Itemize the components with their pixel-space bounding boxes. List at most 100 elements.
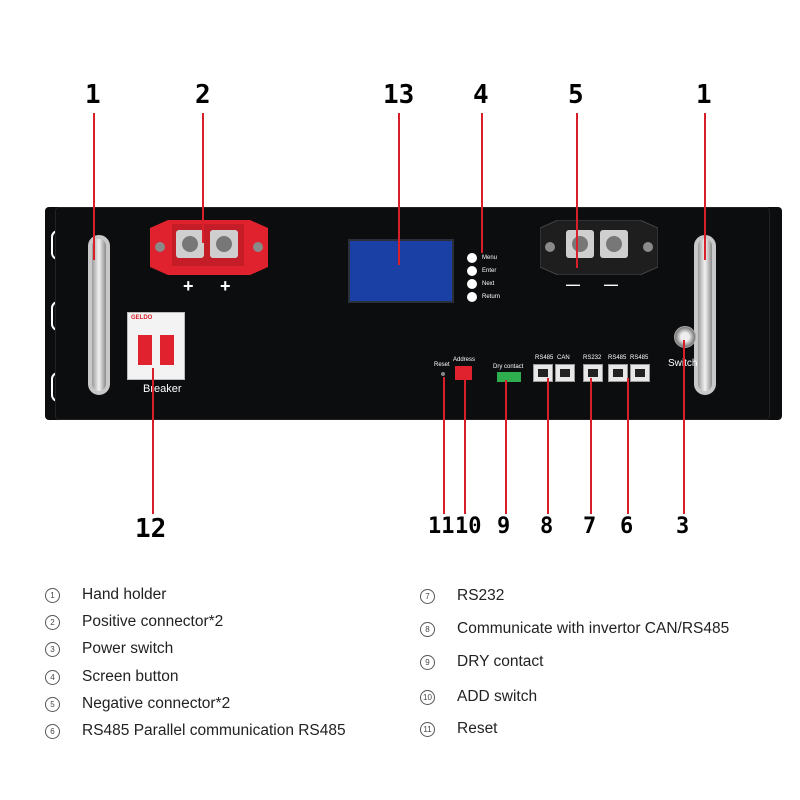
leader-line-8: [547, 378, 549, 514]
rs232-port-label: RS232: [583, 355, 602, 361]
legend-item: 1 Hand holder: [45, 586, 166, 604]
leader-line-1-right: [704, 113, 706, 260]
rs485-port-label-b: RS485: [608, 355, 627, 361]
address-label: Address: [453, 357, 476, 363]
rs485-port[interactable]: [533, 364, 553, 382]
positive-terminal-block: [150, 220, 268, 275]
menu-button[interactable]: [467, 253, 477, 263]
switch-label: Switch: [668, 358, 697, 369]
breaker-toggle-right[interactable]: [160, 335, 174, 365]
callout-5: 5: [568, 80, 584, 110]
breaker-brand: GELDO: [131, 315, 153, 321]
legend-index: 10: [420, 689, 435, 705]
reset-label: Reset: [434, 362, 450, 368]
legend-index: 11: [420, 721, 435, 737]
legend-index: 2: [45, 614, 60, 630]
legend-item: 6 RS485 Parallel communication RS485: [45, 722, 346, 740]
callout-11: 11: [428, 514, 455, 539]
rs232-port[interactable]: [583, 364, 603, 382]
legend-text: Negative connector*2: [82, 695, 231, 712]
return-button[interactable]: [467, 292, 477, 302]
legend-text: Reset: [457, 720, 498, 737]
callout-4: 4: [473, 80, 489, 110]
callout-3: 3: [676, 514, 690, 539]
callout-1-left: 1: [85, 80, 101, 110]
legend-index: 8: [420, 621, 435, 637]
rs485-parallel-port-1[interactable]: [608, 364, 628, 382]
leader-line-12: [152, 368, 154, 514]
breaker[interactable]: GELDO: [127, 312, 185, 380]
callout-6: 6: [620, 514, 634, 539]
callout-13: 13: [383, 80, 415, 110]
legend-index: 9: [420, 654, 435, 670]
dry-contact-terminal[interactable]: [497, 372, 521, 382]
breaker-label: Breaker: [143, 383, 182, 395]
minus-sign-1: —: [566, 276, 580, 292]
leader-line-11: [443, 377, 445, 514]
next-label: Next: [482, 281, 495, 287]
breaker-toggle-left[interactable]: [138, 335, 152, 365]
legend-item: 4 Screen button: [45, 668, 179, 686]
legend-index: 5: [45, 696, 60, 712]
callout-7: 7: [583, 514, 597, 539]
callout-9: 9: [497, 514, 511, 539]
legend-index: 4: [45, 669, 60, 685]
leader-line-5: [576, 113, 578, 268]
next-button[interactable]: [467, 279, 477, 289]
leader-line-6: [627, 378, 629, 514]
legend-item: 7 RS232: [420, 587, 504, 605]
minus-sign-2: —: [604, 276, 618, 292]
power-switch[interactable]: [674, 326, 696, 348]
enter-button[interactable]: [467, 266, 477, 276]
can-port[interactable]: [555, 364, 575, 382]
callout-10: 10: [455, 514, 482, 539]
leader-line-2: [202, 113, 204, 243]
address-dip-switch[interactable]: [455, 366, 472, 380]
legend-index: 7: [420, 588, 435, 604]
legend-text: Communicate with invertor CAN/RS485: [457, 620, 730, 637]
leader-line-7: [590, 378, 592, 514]
legend-index: 1: [45, 587, 60, 603]
left-hand-holder[interactable]: [88, 235, 110, 395]
enter-label: Enter: [482, 268, 497, 274]
rs485-parallel-port-2[interactable]: [630, 364, 650, 382]
legend-item: 3 Power switch: [45, 640, 173, 658]
can-port-label: CAN: [557, 355, 570, 361]
legend-text: RS485 Parallel communication RS485: [82, 722, 346, 739]
menu-label: Menu: [482, 255, 498, 261]
positive-terminal-icon: [150, 220, 268, 275]
callout-8: 8: [540, 514, 554, 539]
legend-text: DRY contact: [457, 653, 544, 670]
leader-line-9: [505, 380, 507, 514]
callout-1-right: 1: [696, 80, 712, 110]
legend-item: 11 Reset: [420, 720, 498, 738]
reset-button[interactable]: [441, 372, 445, 376]
negative-terminal-block: [539, 219, 659, 276]
legend-index: 3: [45, 641, 60, 657]
leader-line-13: [398, 113, 400, 265]
legend-item: 10 ADD switch: [420, 688, 537, 706]
legend-text: Hand holder: [82, 586, 167, 603]
legend-item: 9 DRY contact: [420, 653, 543, 671]
legend-text: RS232: [457, 587, 505, 604]
leader-line-4: [481, 113, 483, 253]
legend-text: Positive connector*2: [82, 613, 224, 630]
dry-contact-label: Dry contact: [493, 364, 524, 370]
callout-12: 12: [135, 514, 167, 544]
rs485-port-label-a: RS485: [535, 355, 554, 361]
plus-sign-1: +: [183, 276, 194, 296]
leader-line-10: [464, 378, 466, 514]
legend-text: Screen button: [82, 668, 179, 685]
legend-index: 6: [45, 723, 60, 739]
legend-text: ADD switch: [457, 688, 538, 705]
return-label: Return: [482, 294, 501, 300]
legend-item: 2 Positive connector*2: [45, 613, 223, 631]
lcd-screen: [348, 239, 454, 303]
negative-terminal-icon: [539, 219, 659, 276]
plus-sign-2: +: [220, 276, 231, 296]
leader-line-3: [683, 340, 685, 514]
leader-line-1-left: [93, 113, 95, 260]
rs485-port-label-c: RS485: [630, 355, 649, 361]
legend-item: 8 Communicate with invertor CAN/RS485: [420, 620, 729, 638]
legend-text: Power switch: [82, 640, 174, 657]
